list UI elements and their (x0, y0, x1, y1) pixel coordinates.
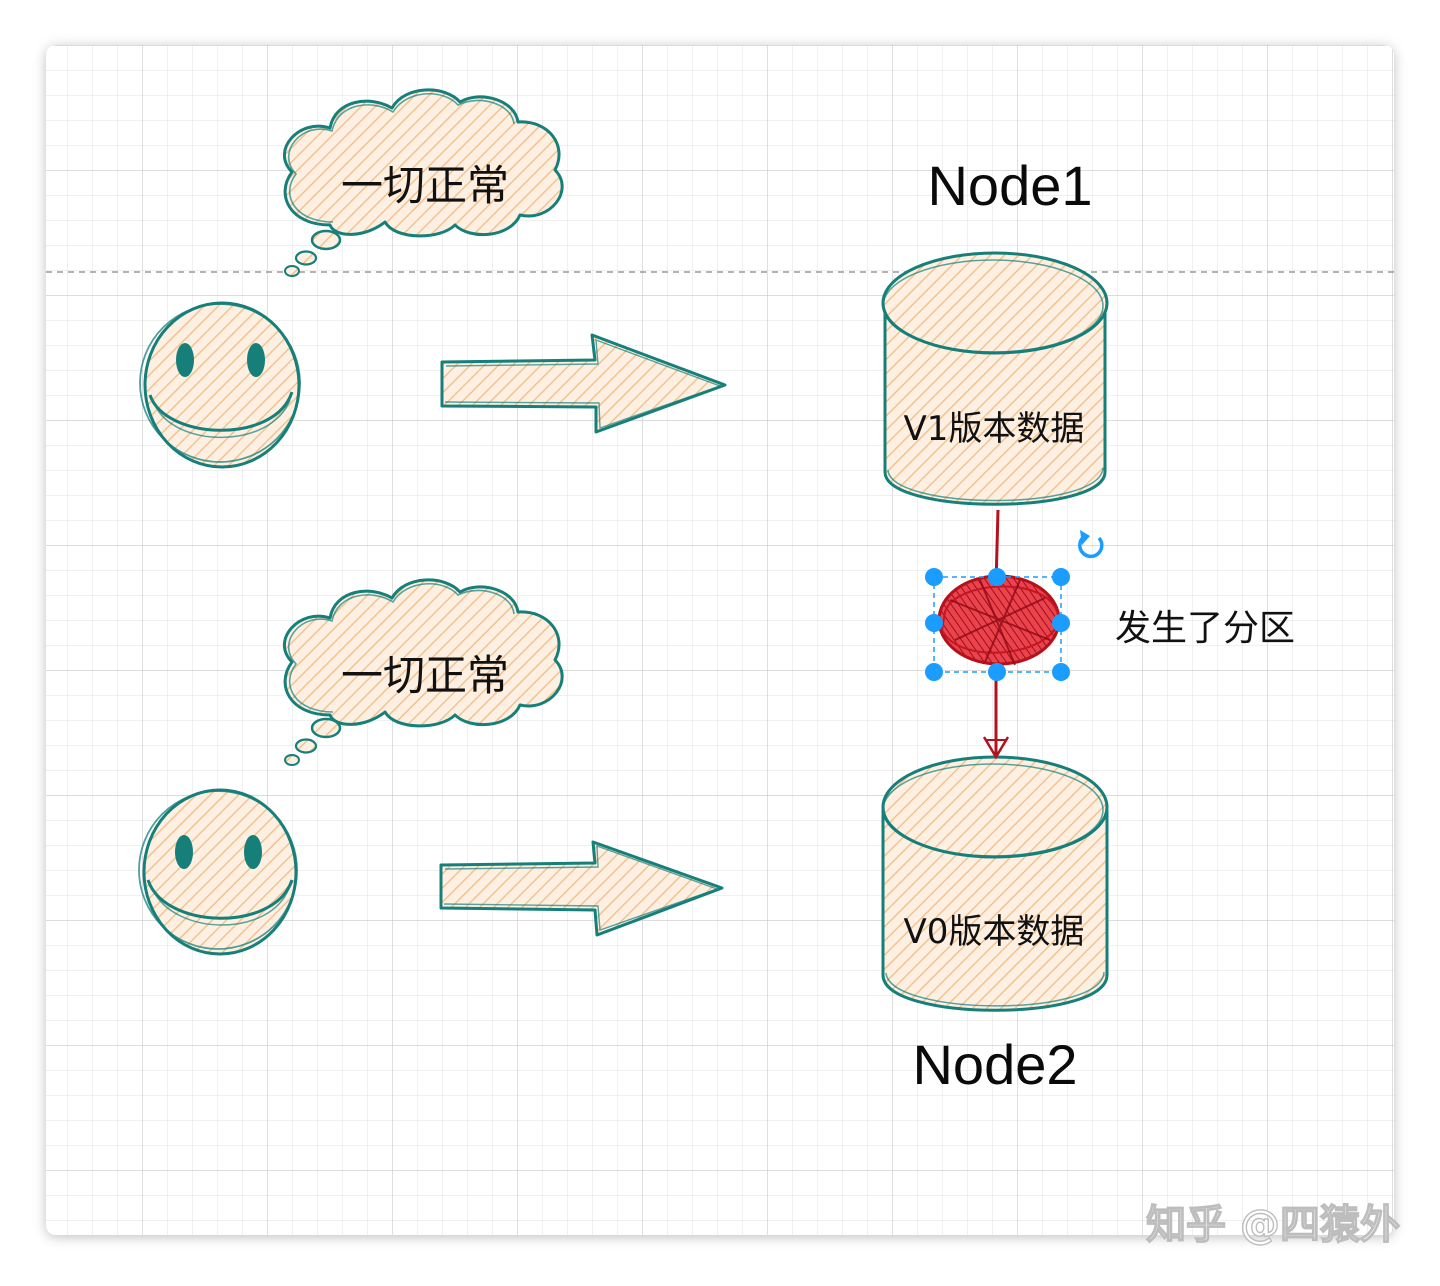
partition-label: 发生了分区 (1115, 608, 1295, 649)
thought-cloud-1: 一切正常 (283, 88, 564, 277)
client-2: 一切正常 (138, 578, 724, 956)
thought-text-1: 一切正常 (341, 161, 509, 210)
node2-title: Node2 (912, 1033, 1077, 1096)
thought-text-2: 一切正常 (341, 651, 509, 700)
right-arrow-icon (439, 840, 724, 937)
database-cylinder-icon[interactable]: V0版本数据 (881, 755, 1109, 1012)
resize-handle-top-left[interactable] (925, 568, 943, 586)
resize-handle-top-right[interactable] (1052, 568, 1070, 586)
right-arrow-icon (440, 333, 727, 434)
node1-title: Node1 (927, 154, 1092, 217)
resize-handle-bottom-right[interactable] (1052, 663, 1070, 681)
rotate-handle-icon[interactable] (1078, 530, 1104, 559)
resize-handle-left[interactable] (925, 614, 943, 632)
database-cylinder-icon[interactable]: V1版本数据 (881, 251, 1109, 506)
client-1: 一切正常 (139, 88, 727, 469)
resize-handle-bottom[interactable] (988, 663, 1006, 681)
smiley-face-icon (139, 301, 301, 469)
resize-handle-top[interactable] (988, 568, 1006, 586)
partition-scribble-icon[interactable] (937, 574, 1061, 666)
resize-handle-right[interactable] (1052, 614, 1070, 632)
node1-db-label: V1版本数据 (904, 409, 1085, 449)
thought-cloud-2: 一切正常 (283, 578, 564, 766)
node2-db-label: V0版本数据 (904, 912, 1085, 952)
resize-handle-bottom-left[interactable] (925, 663, 943, 681)
node1: Node1 V1版本数据 (881, 154, 1109, 506)
selection-box[interactable] (925, 568, 1070, 681)
node2: V0版本数据 Node2 (881, 755, 1109, 1096)
watermark: 知乎 @四猿外 (1146, 1202, 1400, 1248)
smiley-face-icon (138, 788, 298, 956)
